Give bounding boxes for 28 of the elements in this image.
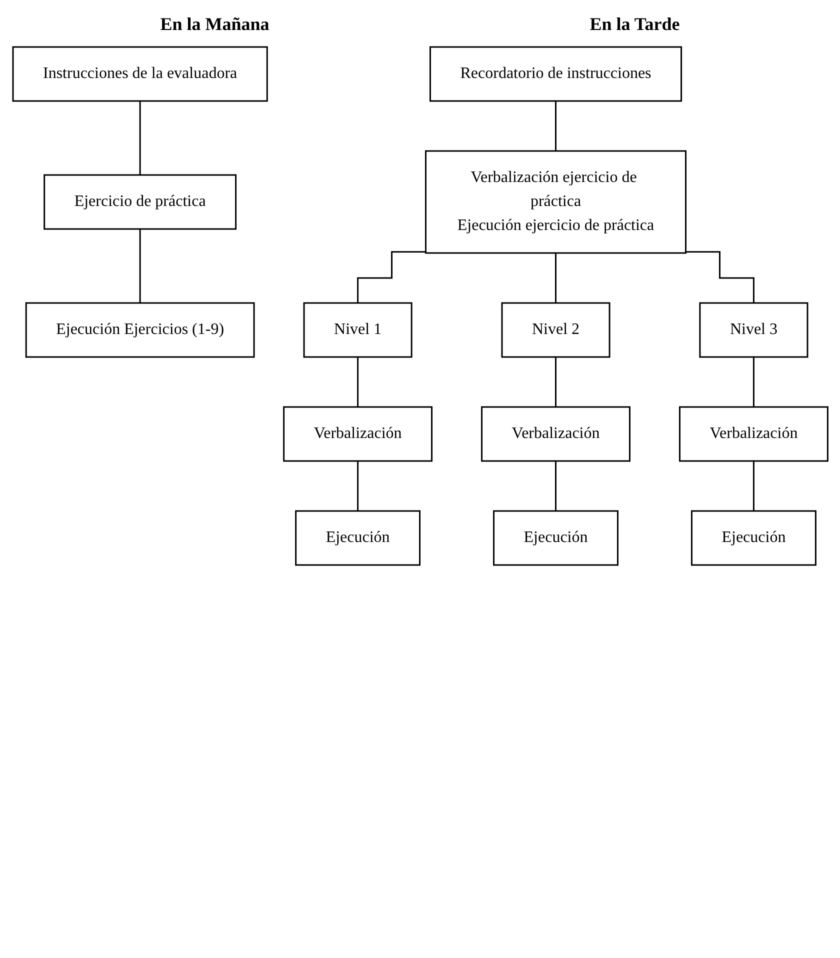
node-box: Verbalización xyxy=(480,406,630,462)
node-box: Nivel 3 xyxy=(698,302,808,358)
node-box: Verbalización ejercicio de práctica Ejecución ejercicio de práctica xyxy=(424,150,686,254)
connector xyxy=(138,100,140,176)
connector xyxy=(554,252,556,304)
node-box: Ejecución xyxy=(492,510,618,566)
node-box: Ejecución xyxy=(690,510,816,566)
connector xyxy=(752,460,754,512)
node-box: Instrucciones de la evaluadora xyxy=(12,46,268,102)
column-heading: En la Tarde xyxy=(590,14,680,35)
connector xyxy=(138,228,140,304)
column-heading: En la Mañana xyxy=(160,14,270,35)
node-box: Nivel 2 xyxy=(500,302,610,358)
node-box: Verbalización xyxy=(282,406,432,462)
connector xyxy=(356,460,358,512)
node-box: Ejecución Ejercicios (1-9) xyxy=(25,302,254,358)
connector xyxy=(554,460,556,512)
connector xyxy=(356,251,426,304)
connector xyxy=(554,356,556,408)
connector xyxy=(685,251,754,304)
node-box: Ejercicio de práctica xyxy=(43,174,236,230)
node-box: Ejecución xyxy=(294,510,420,566)
connector xyxy=(554,100,556,152)
node-box: Nivel 1 xyxy=(302,302,412,358)
node-box: Recordatorio de instrucciones xyxy=(429,46,682,102)
connector xyxy=(356,356,358,408)
connector xyxy=(752,356,754,408)
node-box: Verbalización xyxy=(678,406,828,462)
